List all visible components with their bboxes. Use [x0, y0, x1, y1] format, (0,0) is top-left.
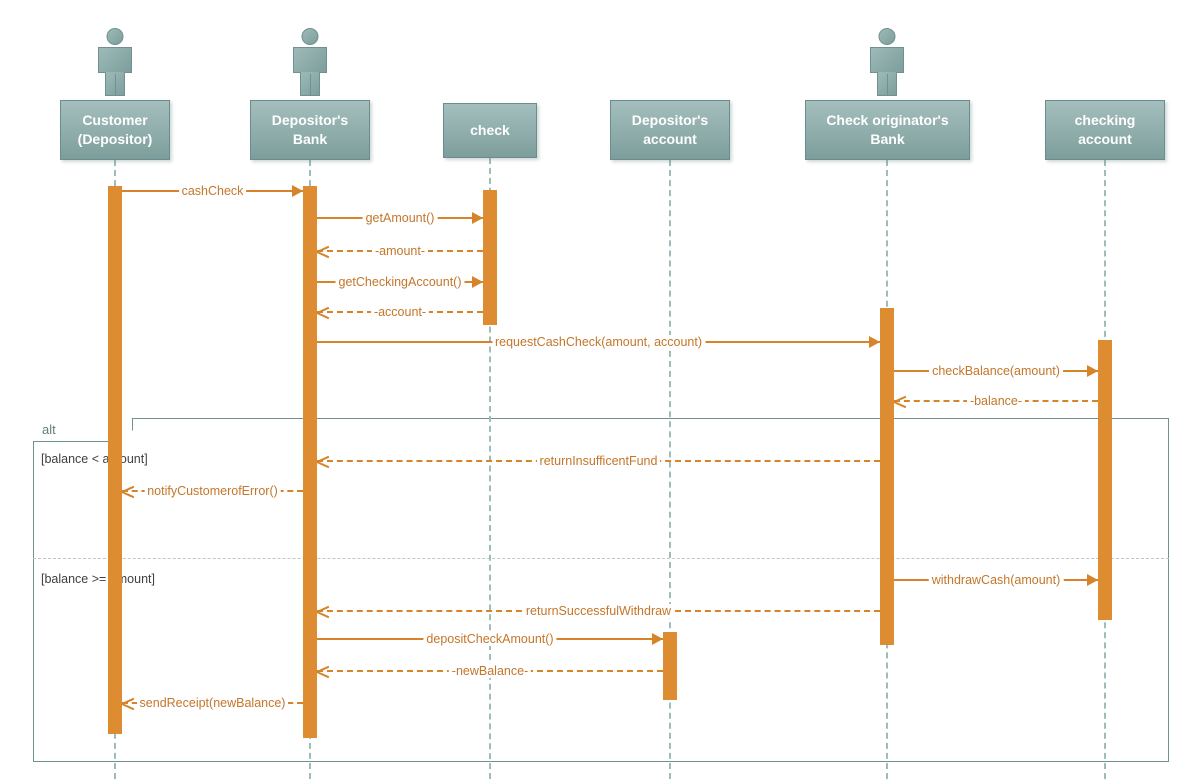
actor-icon-customer	[92, 28, 138, 98]
message-label-m10: notifyCustomerofError()	[144, 484, 281, 498]
actor-icon-depbank	[287, 28, 333, 98]
lifeline-label: Depositor's Bank	[271, 112, 349, 147]
alt-fragment	[33, 418, 1169, 762]
lifeline-label: Check originator's Bank	[826, 112, 949, 147]
lifeline-header-check[interactable]: check	[443, 103, 537, 158]
message-label-m7: checkBalance(amount)	[929, 364, 1063, 378]
arrowhead-open-m15	[122, 696, 134, 710]
arrowhead-open-m10	[122, 484, 134, 498]
activation-bar-checkacct[interactable]	[1098, 340, 1112, 620]
alt-fragment-operator-label: alt	[42, 422, 56, 437]
message-label-m3: -amount-	[371, 244, 429, 258]
arrowhead-filled-m6	[869, 336, 880, 348]
message-label-m4: getCheckingAccount()	[335, 275, 465, 289]
message-label-m5: -account-	[370, 305, 430, 319]
alt-guard-condition: [balance < amount]	[41, 452, 148, 466]
actor-icon-origbank	[864, 28, 910, 98]
message-label-m8: -balance-	[966, 394, 1026, 408]
lifeline-label: Customer (Depositor)	[77, 112, 153, 147]
alt-fragment-tab-corner	[121, 430, 133, 442]
message-label-m2: getAmount()	[362, 211, 438, 225]
arrowhead-filled-m2	[472, 212, 483, 224]
activation-bar-customer[interactable]	[108, 186, 122, 734]
lifeline-header-checkacct[interactable]: checking account	[1045, 100, 1165, 160]
actor-leg-split	[887, 74, 888, 96]
actor-leg-split	[115, 74, 116, 96]
actor-body	[98, 47, 132, 73]
lifeline-label: Depositor's account	[631, 112, 709, 147]
arrowhead-open-m12	[317, 604, 329, 618]
message-label-m13: depositCheckAmount()	[423, 632, 557, 646]
lifeline-header-origbank[interactable]: Check originator's Bank	[805, 100, 970, 160]
activation-bar-origbank[interactable]	[880, 308, 894, 645]
arrowhead-filled-m7	[1087, 365, 1098, 377]
message-label-m9: returnInsufficentFund	[536, 454, 661, 468]
message-label-m14: -newBalance-	[448, 664, 532, 678]
arrowhead-open-m14	[317, 664, 329, 678]
message-label-m6: requestCashCheck(amount, account)	[491, 335, 706, 349]
arrowhead-open-m9	[317, 454, 329, 468]
arrowhead-open-m8	[894, 394, 906, 408]
message-label-m1: cashCheck	[178, 184, 247, 198]
arrowhead-open-m3	[317, 244, 329, 258]
arrowhead-filled-m1	[292, 185, 303, 197]
actor-body	[293, 47, 327, 73]
lifeline-header-customer[interactable]: Customer (Depositor)	[60, 100, 170, 160]
message-label-m12: returnSuccessfulWithdraw	[522, 604, 675, 618]
lifeline-label: check	[470, 122, 510, 139]
activation-bar-depbank[interactable]	[303, 186, 317, 738]
actor-head	[878, 28, 896, 45]
activation-bar-check[interactable]	[483, 190, 497, 325]
message-label-m11: withdrawCash(amount)	[928, 573, 1064, 587]
message-label-m15: sendReceipt(newBalance)	[136, 696, 289, 710]
lifeline-header-depaccount[interactable]: Depositor's account	[610, 100, 730, 160]
arrowhead-filled-m4	[472, 276, 483, 288]
arrowhead-filled-m11	[1087, 574, 1098, 586]
arrowhead-open-m5	[317, 305, 329, 319]
activation-bar-depaccount[interactable]	[663, 632, 677, 700]
actor-head	[106, 28, 124, 45]
lifeline-label: checking account	[1074, 112, 1136, 147]
lifeline-check	[489, 158, 491, 779]
alt-fragment-divider	[33, 558, 1169, 559]
lifeline-depaccount	[669, 160, 671, 779]
actor-body	[870, 47, 904, 73]
actor-leg-split	[310, 74, 311, 96]
actor-head	[301, 28, 319, 45]
alt-guard-condition: [balance >= amount]	[41, 572, 155, 586]
arrowhead-filled-m13	[652, 633, 663, 645]
lifeline-header-depbank[interactable]: Depositor's Bank	[250, 100, 370, 160]
